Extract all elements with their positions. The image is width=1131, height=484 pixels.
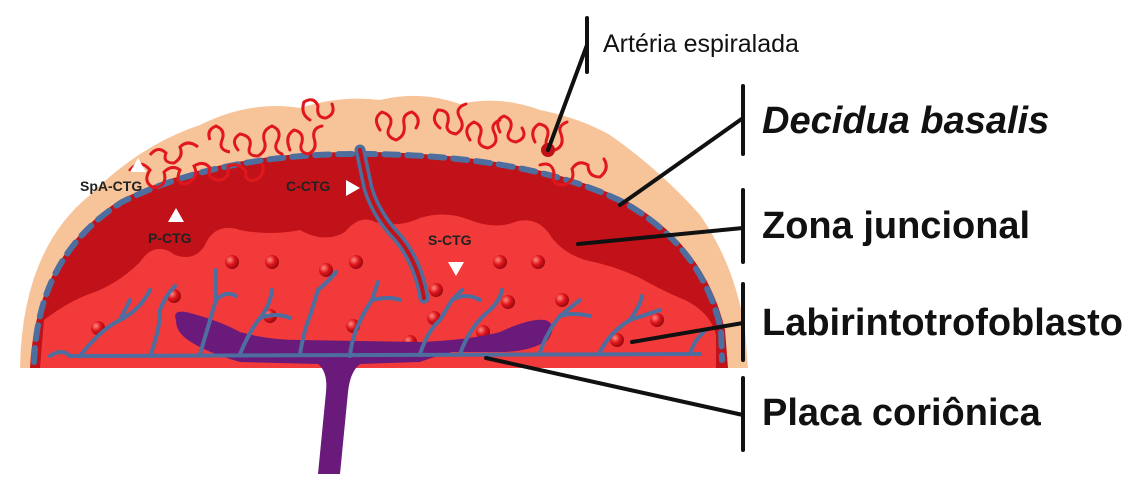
label-s-ctg: S-CTG <box>428 232 472 248</box>
label-decidua-basalis: Decidua basalis <box>762 100 1049 143</box>
label-zona-juncional: Zona juncional <box>762 205 1030 248</box>
label-c-ctg: C-CTG <box>286 178 330 194</box>
label-labirintotrofoblasto: Labirintotrofoblasto <box>762 302 1123 345</box>
label-placa-corionica: Placa coriônica <box>762 392 1041 435</box>
label-spa-ctg: SpA-CTG <box>80 178 142 194</box>
label-arteria-espiralada: Artéria espiralada <box>603 30 799 59</box>
label-p-ctg: P-CTG <box>148 230 192 246</box>
